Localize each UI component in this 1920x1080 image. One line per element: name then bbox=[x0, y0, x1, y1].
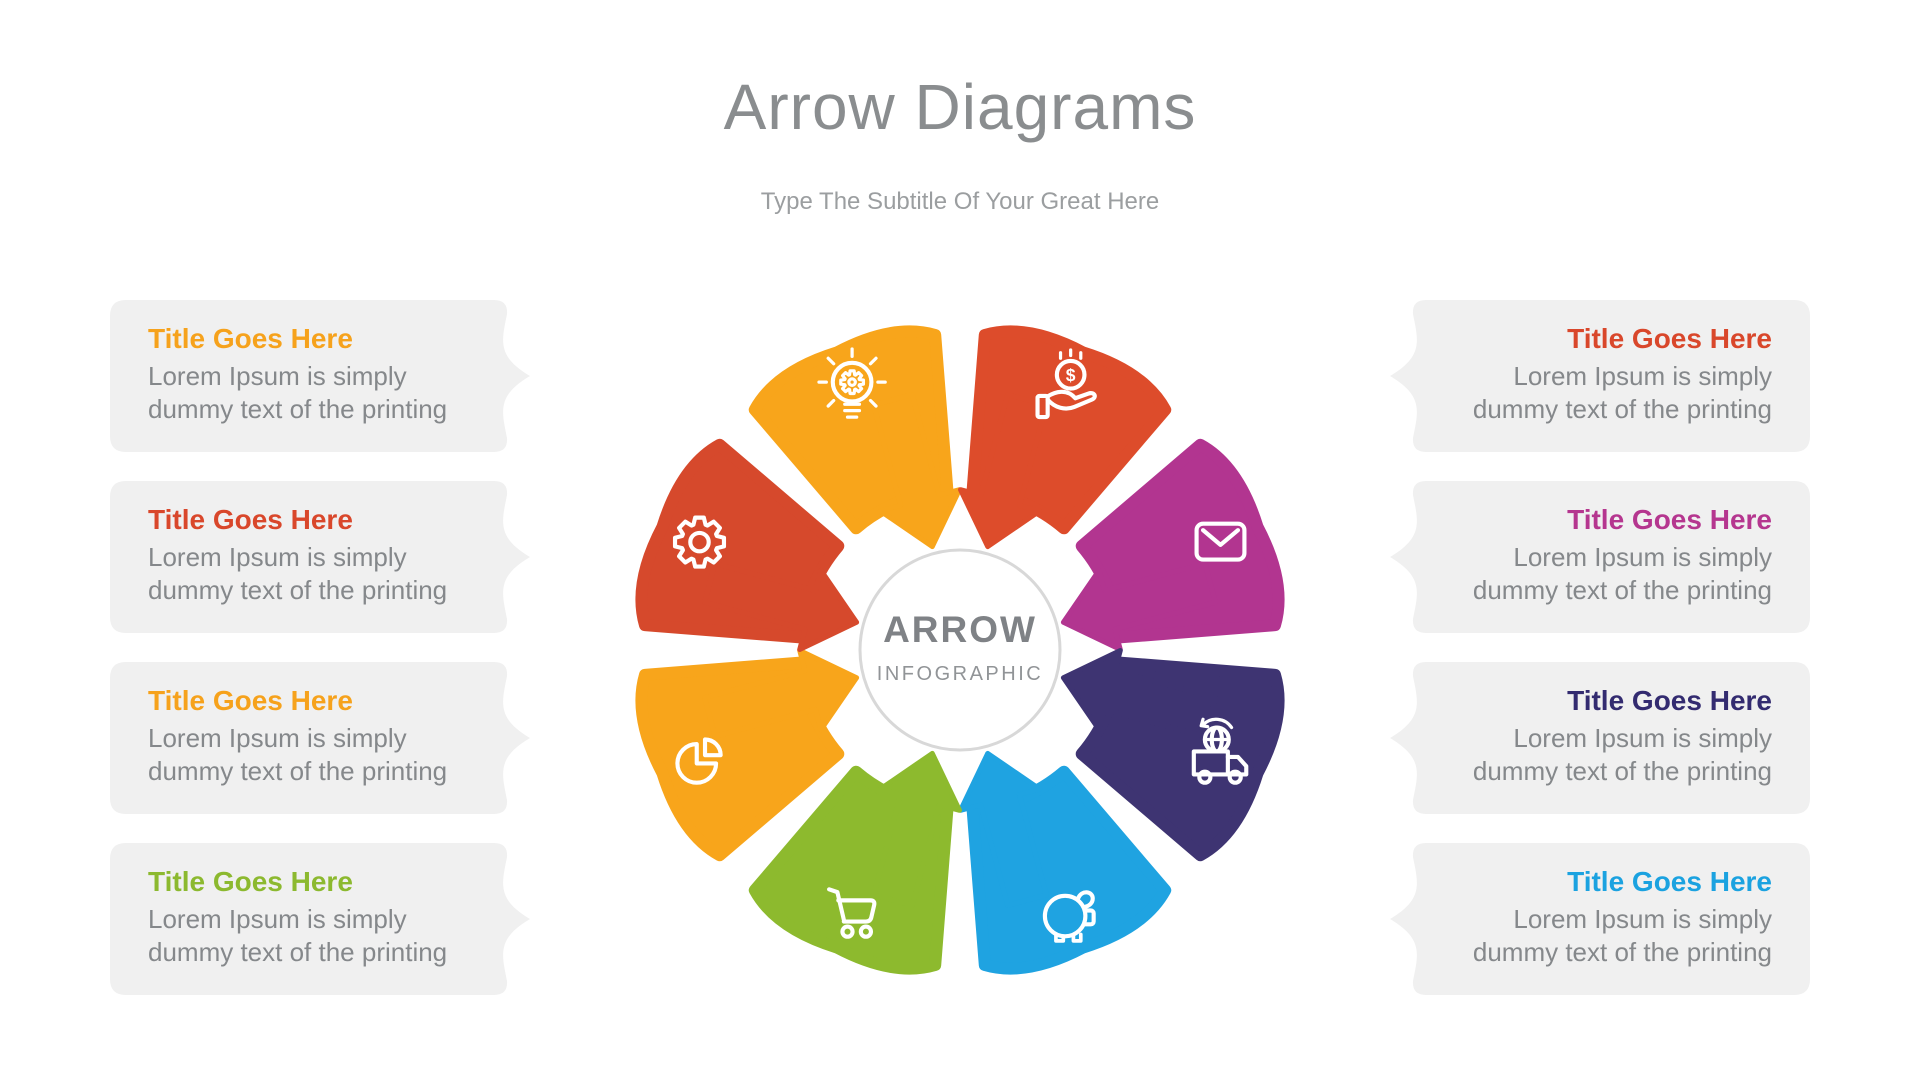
card-shape bbox=[1390, 300, 1810, 452]
card-title: Title Goes Here bbox=[1567, 866, 1772, 897]
pie-chart-icon bbox=[675, 737, 723, 785]
info-card-right-2: Title Goes Here Lorem Ipsum is simply du… bbox=[1386, 481, 1810, 633]
card-shape bbox=[110, 843, 530, 995]
segment-arrow bbox=[1060, 561, 1218, 652]
segment-arrow bbox=[958, 750, 1049, 908]
card-body-line: Lorem Ipsum is simply bbox=[1513, 361, 1772, 391]
card-body-line: Lorem Ipsum is simply bbox=[1513, 904, 1772, 934]
segment-arrow bbox=[958, 392, 1049, 550]
segment-arrow bbox=[1060, 648, 1218, 739]
card-body-line: dummy text of the printing bbox=[1472, 756, 1772, 786]
gear-icon bbox=[672, 515, 727, 569]
wheel-segment-top-left bbox=[748, 325, 962, 550]
info-card-left-3: Title Goes Here Lorem Ipsum is simply du… bbox=[110, 662, 534, 814]
card-shape bbox=[110, 481, 530, 633]
card-body-line: Lorem Ipsum is simply bbox=[148, 542, 407, 572]
card-shape bbox=[1390, 662, 1810, 814]
wheel-segment-left-lower bbox=[635, 648, 860, 862]
wheel-segment-top-right: $ bbox=[958, 325, 1172, 550]
info-card-right-1: Title Goes Here Lorem Ipsum is simply du… bbox=[1386, 300, 1810, 452]
wheel-segment-right-lower bbox=[1060, 648, 1285, 862]
info-card-left-1: Title Goes Here Lorem Ipsum is simply du… bbox=[110, 300, 534, 452]
card-title: Title Goes Here bbox=[1567, 323, 1772, 354]
card-body: Lorem Ipsum is simply dummy text of the … bbox=[148, 541, 496, 607]
info-card-left-4: Title Goes Here Lorem Ipsum is simply du… bbox=[110, 843, 534, 995]
card-shape bbox=[110, 662, 530, 814]
truck-globe-icon bbox=[1191, 717, 1249, 785]
envelope-icon bbox=[1194, 521, 1247, 562]
page-subtitle: Type The Subtitle Of Your Great Here bbox=[760, 188, 1160, 215]
svg-text:$: $ bbox=[1066, 365, 1076, 385]
card-body-line: Lorem Ipsum is simply bbox=[1513, 542, 1772, 572]
hand-coin-icon: $ bbox=[1035, 348, 1097, 420]
info-card-left-2: Title Goes Here Lorem Ipsum is simply du… bbox=[110, 481, 534, 633]
card-body: Lorem Ipsum is simply dummy text of the … bbox=[148, 903, 496, 969]
segment-arrow bbox=[702, 561, 860, 652]
card-body-line: Lorem Ipsum is simply bbox=[1513, 723, 1772, 753]
card-body: Lorem Ipsum is simply dummy text of the … bbox=[1424, 903, 1772, 969]
card-body: Lorem Ipsum is simply dummy text of the … bbox=[1424, 541, 1772, 607]
wheel-center-title: ARROW bbox=[883, 609, 1037, 650]
wheel-segments: $ bbox=[635, 325, 1285, 975]
shopping-cart-icon bbox=[827, 887, 877, 939]
card-shape bbox=[1390, 481, 1810, 633]
card-body-line: dummy text of the printing bbox=[1472, 937, 1772, 967]
card-body: Lorem Ipsum is simply dummy text of the … bbox=[148, 722, 496, 788]
wheel-segment-right-upper bbox=[1060, 438, 1285, 652]
wheel-segment-bottom-left bbox=[748, 750, 962, 975]
card-title: Title Goes Here bbox=[148, 504, 353, 535]
idea-bulb-gear-icon bbox=[817, 347, 887, 419]
card-shape bbox=[110, 300, 530, 452]
info-card-right-3: Title Goes Here Lorem Ipsum is simply du… bbox=[1386, 662, 1810, 814]
segment-arrow bbox=[702, 648, 860, 739]
card-title: Title Goes Here bbox=[1567, 685, 1772, 716]
card-shape bbox=[1390, 843, 1810, 995]
card-title: Title Goes Here bbox=[1567, 504, 1772, 535]
card-body-line: dummy text of the printing bbox=[1472, 394, 1772, 424]
card-body-line: Lorem Ipsum is simply bbox=[148, 904, 407, 934]
segment-arrow bbox=[871, 392, 962, 550]
card-title: Title Goes Here bbox=[148, 323, 353, 354]
wheel-center: ARROW INFOGRAPHIC bbox=[858, 548, 1062, 752]
card-body-line: dummy text of the printing bbox=[148, 394, 448, 424]
wheel-segment-left-upper bbox=[635, 438, 860, 652]
card-body-line: dummy text of the printing bbox=[1472, 575, 1772, 605]
card-title: Title Goes Here bbox=[148, 866, 353, 897]
segment-arrow bbox=[871, 750, 962, 908]
wheel-center-subtitle: INFOGRAPHIC bbox=[877, 663, 1043, 685]
page-title: Arrow Diagrams bbox=[723, 71, 1197, 143]
card-body: Lorem Ipsum is simply dummy text of the … bbox=[148, 360, 496, 426]
card-title: Title Goes Here bbox=[148, 685, 353, 716]
piggy-bank-icon bbox=[1042, 890, 1096, 943]
card-body-line: Lorem Ipsum is simply bbox=[148, 361, 407, 391]
card-body-line: dummy text of the printing bbox=[148, 756, 448, 786]
card-body-line: Lorem Ipsum is simply bbox=[148, 723, 407, 753]
card-body: Lorem Ipsum is simply dummy text of the … bbox=[1424, 722, 1772, 788]
info-card-right-4: Title Goes Here Lorem Ipsum is simply du… bbox=[1386, 843, 1810, 995]
wheel-segment-bottom-right bbox=[958, 750, 1172, 975]
wheel-center-ring bbox=[858, 548, 1062, 752]
card-body-line: dummy text of the printing bbox=[148, 937, 448, 967]
card-body: Lorem Ipsum is simply dummy text of the … bbox=[1424, 360, 1772, 426]
card-body-line: dummy text of the printing bbox=[148, 575, 448, 605]
